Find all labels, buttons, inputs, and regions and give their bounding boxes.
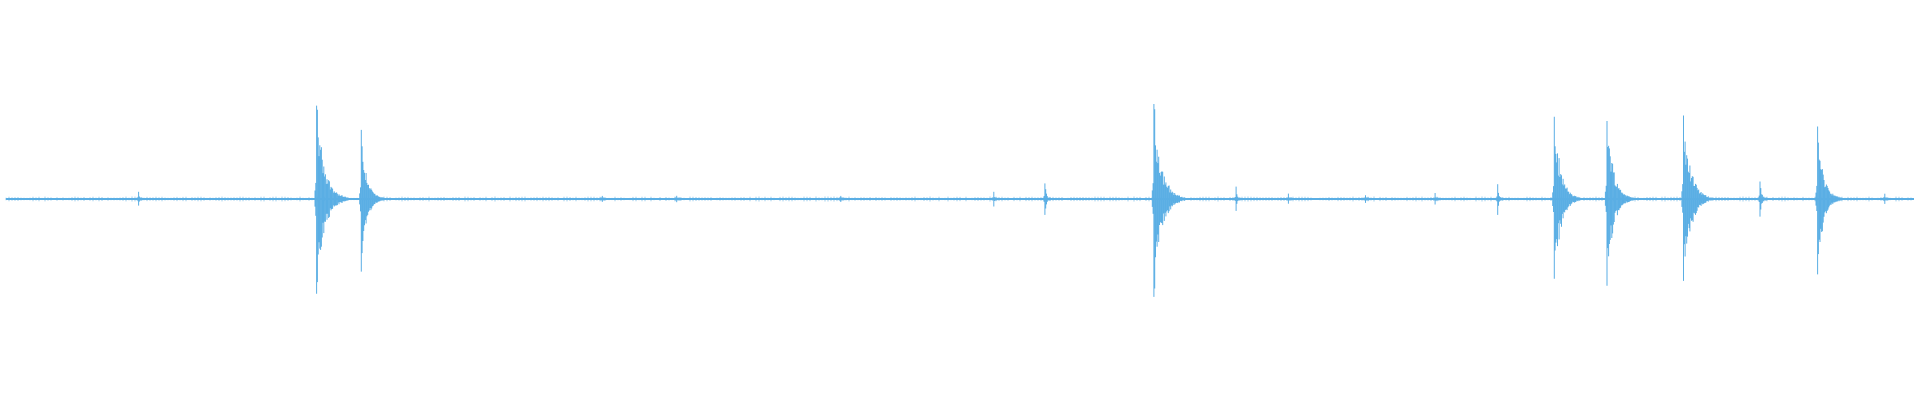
waveform-spike [1363, 195, 1370, 203]
waveform-spike [1433, 193, 1439, 205]
waveform-spike [991, 191, 998, 207]
waveform-spike [674, 195, 681, 203]
waveform-spike [1882, 193, 1889, 204]
waveform-spike [838, 195, 845, 202]
waveform-spike [359, 129, 385, 272]
waveform-spike [1234, 186, 1241, 211]
waveform-spikes [5, 104, 1912, 297]
waveform-spike [1681, 115, 1713, 281]
waveform-spike [1552, 116, 1581, 279]
waveform-spike [1604, 121, 1634, 286]
waveform-spike [314, 105, 349, 294]
waveform-spike [1815, 126, 1843, 275]
waveform-spike [600, 195, 606, 202]
waveform-spike [1151, 104, 1185, 297]
waveform-spike [1757, 181, 1767, 217]
waveform-spike [136, 191, 143, 206]
waveform-spike [1286, 193, 1293, 204]
waveform-spike [1042, 183, 1051, 215]
waveform-spike [1495, 184, 1503, 215]
